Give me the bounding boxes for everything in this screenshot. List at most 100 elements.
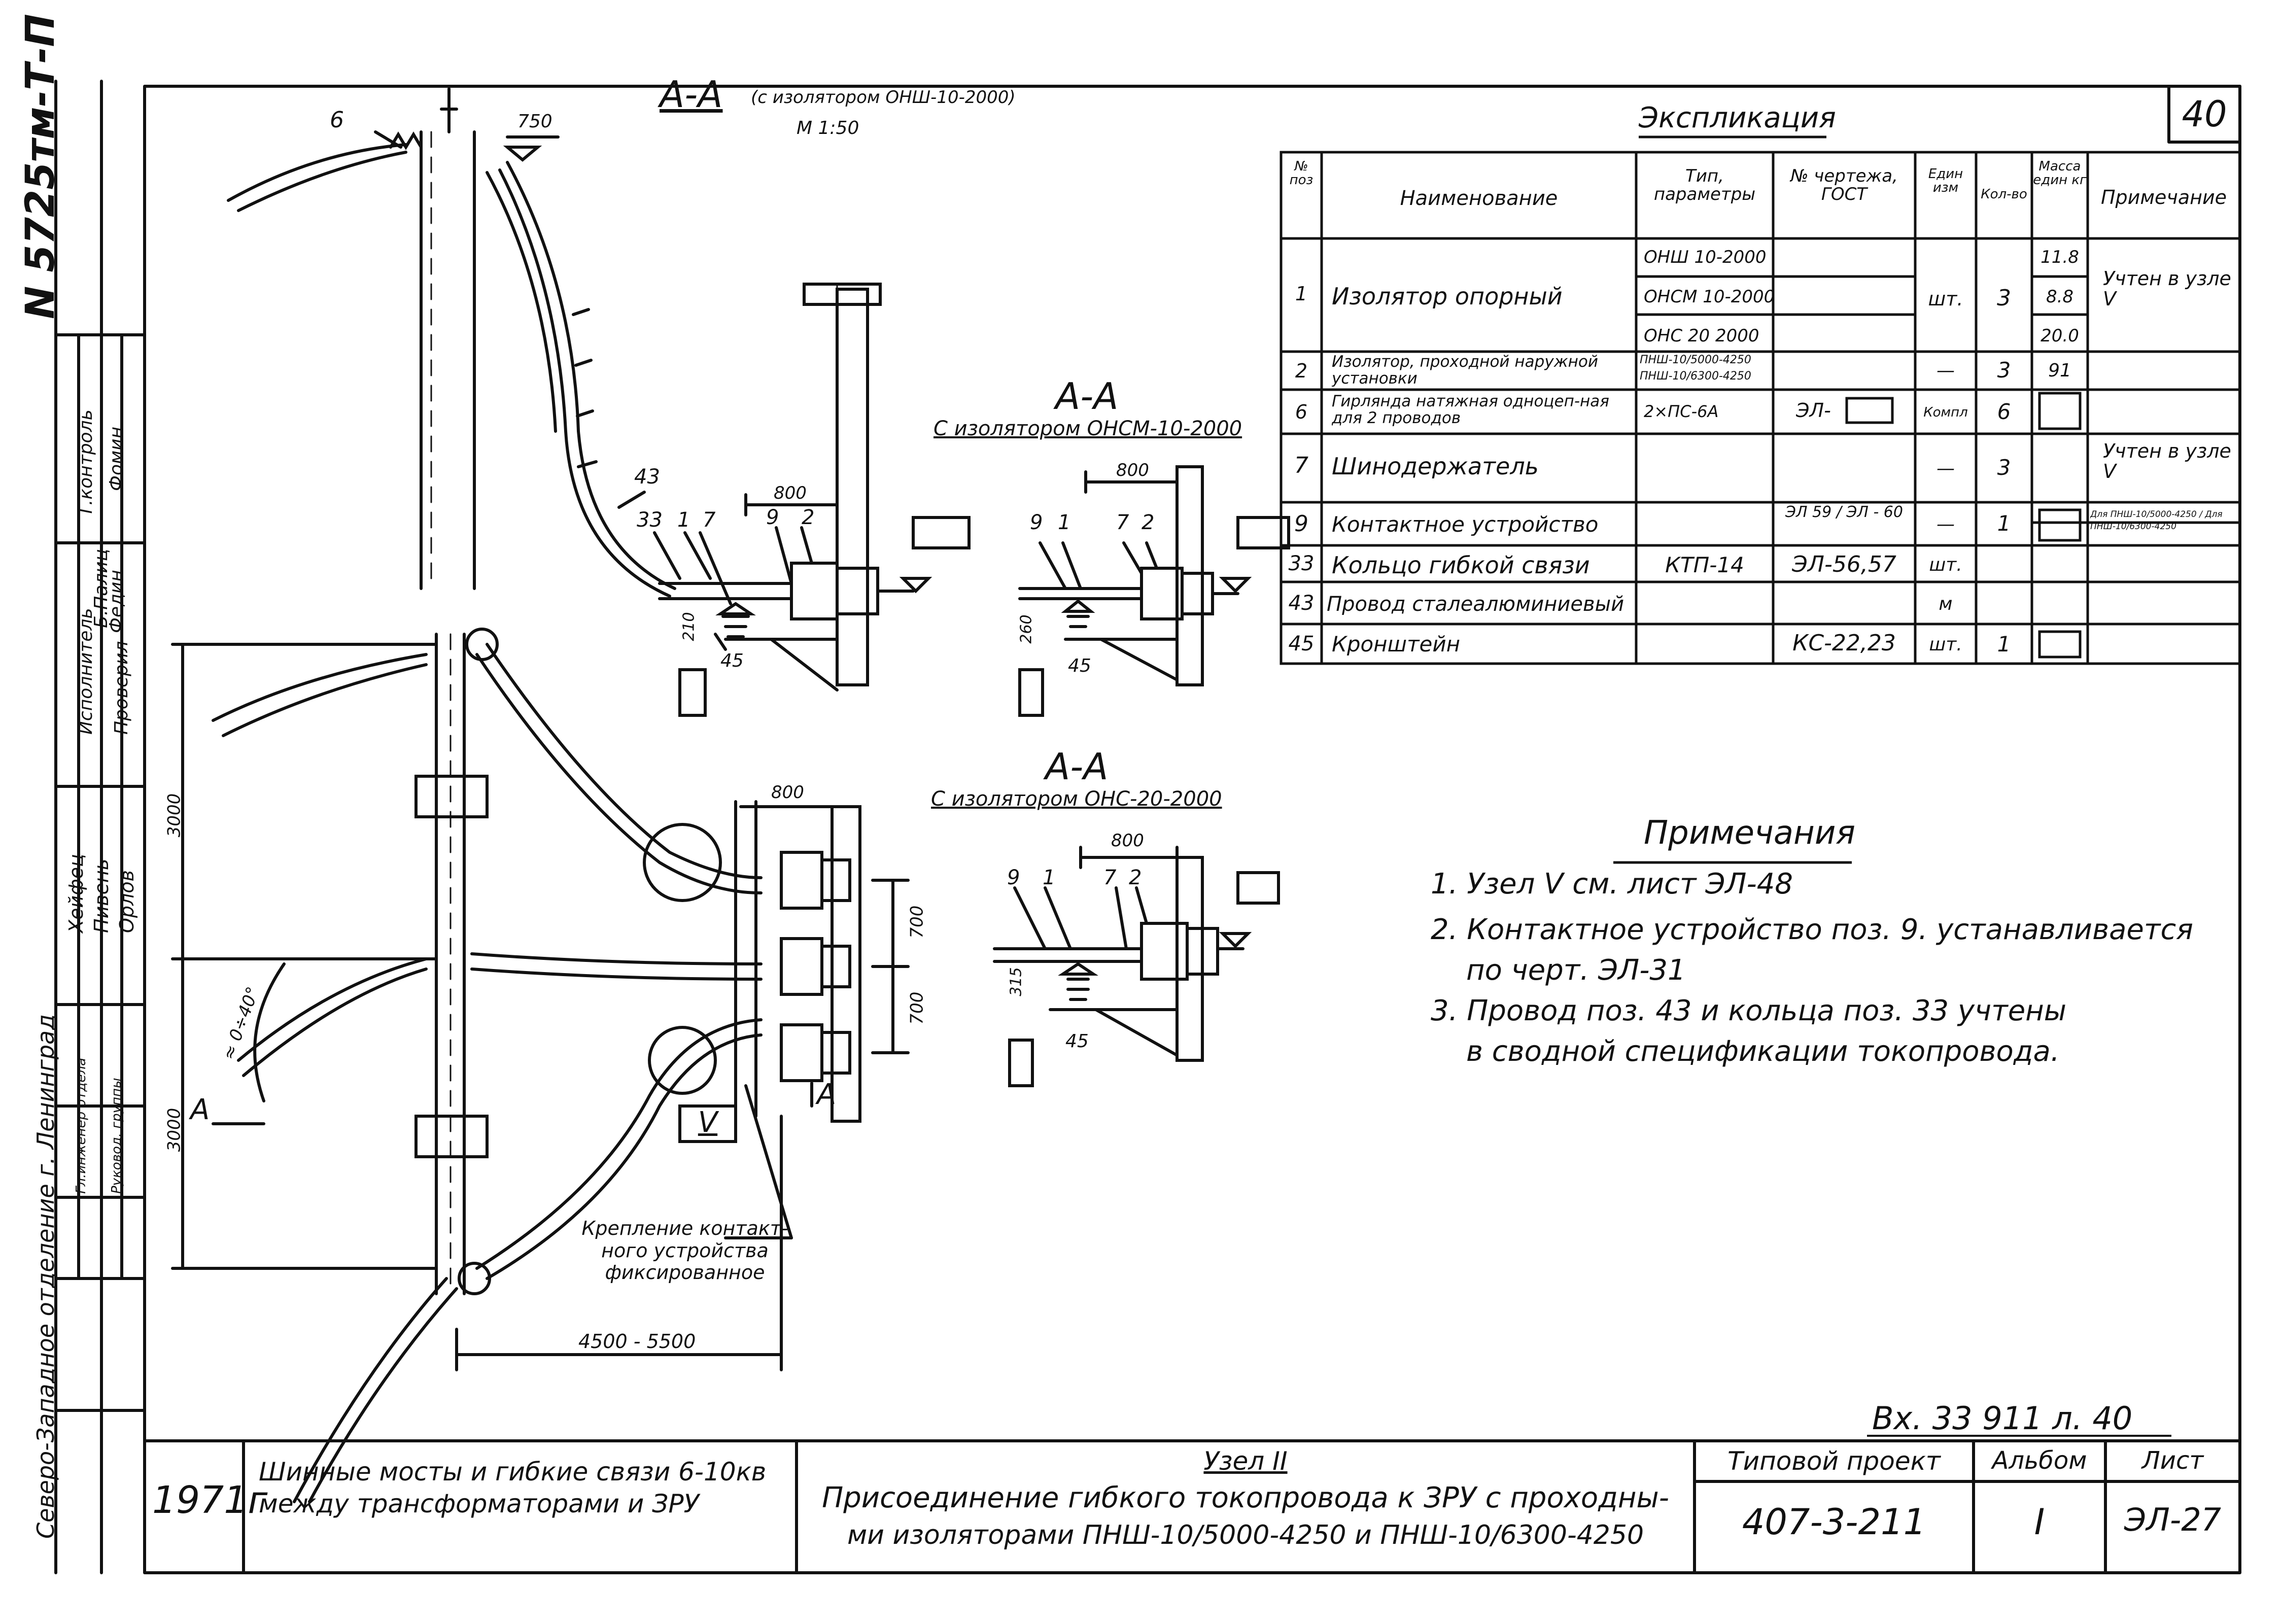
callout-2: 2: [802, 506, 815, 529]
stamp-role-3: Т.контроль: [76, 409, 96, 516]
fixing-note: Крепление контакт-ного устройства фиксир…: [581, 1217, 788, 1284]
row8-drawing: КС-22,23: [1792, 632, 1896, 655]
note-2-cont: по черт. ЭЛ-31: [1466, 954, 1686, 987]
col-header-qty: Кол-во: [1981, 188, 2027, 202]
row3-name: Гирлянда натяжная одноцеп-ная для 2 пров…: [1332, 393, 1609, 427]
ons-callout-2: 2: [1129, 866, 1142, 889]
row7-name: Провод сталеалюминиевый: [1327, 594, 1624, 615]
sheet-code: ЭЛ-27: [2124, 1501, 2222, 1538]
sheet-title-line-2: ми изоляторами ПНШ-10/5000-4250 и ПНШ-10…: [847, 1520, 1644, 1550]
row1-type-2: ОНСМ 10-2000: [1644, 288, 1775, 306]
onsm-callout-2: 2: [1142, 511, 1155, 534]
col-header-pos: № поз: [1289, 160, 1313, 188]
row5-drawing: ЭЛ 59 / ЭЛ - 60: [1785, 505, 1903, 520]
row5-qty: 1: [1997, 512, 2011, 535]
row5-pos: 9: [1294, 512, 1308, 536]
stamp-organization: Северо-Западное отделение г. Ленинград: [32, 1014, 59, 1539]
row1-pos: 1: [1295, 284, 1308, 304]
col-header-drawing: № чертежа, ГОСТ: [1790, 167, 1898, 204]
project-label: Типовой проект: [1727, 1446, 1941, 1476]
dim-3000-upper: 3000: [164, 793, 185, 838]
row4-unit: —: [1937, 459, 1955, 478]
col-header-name: Наименование: [1400, 188, 1558, 209]
elevation-drawing: [171, 628, 910, 1503]
note-1: 1. Узел V см. лист ЭЛ-48: [1431, 868, 1793, 901]
notes-title: Примечания: [1644, 814, 1855, 852]
sheet-frame: [143, 85, 2241, 1574]
section-main-title: А-А: [660, 73, 723, 116]
col-header-mass: Масса един кг: [2033, 160, 2087, 188]
callout-7: 7: [703, 508, 716, 532]
row1-mass-2: 8.8: [2046, 288, 2074, 306]
sheet-title-line-1: Присоединение гибкого токопровода к ЗРУ …: [822, 1481, 1669, 1514]
row1-mass-1: 11.8: [2041, 249, 2079, 267]
explication-title: Экспликация: [1639, 101, 1836, 134]
row6-pos: 33: [1288, 553, 1315, 574]
album-label: Альбом: [1992, 1446, 2087, 1475]
col-header-note: Примечание: [2100, 188, 2227, 208]
row6-type: КТП-14: [1665, 554, 1744, 577]
dim-3000-lower: 3000: [164, 1108, 185, 1152]
section-main-subtitle: (с изолятором ОНШ-10-2000): [751, 87, 1016, 108]
row8-name: Кронштейн: [1332, 633, 1461, 656]
row1-qty: 3: [1997, 287, 2011, 310]
node-v-label: V: [698, 1106, 718, 1139]
dim-700-a: 700: [907, 905, 927, 939]
row5-note: Для ПНШ-10/5000-4250 / Для ПНШ-10/6300-4…: [2090, 509, 2223, 532]
row8-pos: 45: [1288, 633, 1315, 654]
row1-name: Изолятор опорный: [1332, 284, 1563, 309]
row3-qty: 6: [1997, 401, 2011, 424]
onsm-callout-45: 45: [1068, 655, 1091, 676]
col-header-type: Тип, параметры: [1653, 167, 1756, 204]
section-onsm-drawing: [1018, 465, 1290, 717]
note-3: 3. Провод поз. 43 и кольца поз. 33 учтен…: [1431, 994, 2066, 1027]
section-ons-drawing: [993, 846, 1280, 1087]
section-ons-subtitle: С изолятором ОНС-20-2000: [931, 787, 1222, 811]
stamp-head-role-2: Руковод. группы: [109, 1078, 124, 1194]
dim-800-main: 800: [774, 483, 807, 503]
dim-750: 750: [517, 111, 552, 132]
callout-6: 6: [330, 107, 344, 133]
inventory-number: N 5725тм-Т-П: [18, 14, 63, 319]
row6-unit: шт.: [1929, 556, 1962, 575]
row4-pos: 7: [1294, 454, 1308, 478]
section-onsm-subtitle: С изолятором ОНСМ-10-2000: [933, 417, 1242, 440]
row4-qty: 3: [1997, 457, 2011, 479]
dim-315: 315: [1007, 967, 1025, 996]
section-main-scale: М 1:50: [797, 118, 859, 139]
row7-unit: м: [1939, 595, 1953, 614]
dim-800-onsm: 800: [1116, 460, 1149, 480]
row2-type-1: ПНШ-10/5000-4250: [1640, 354, 1751, 366]
row1-note: Учтен в узле V: [2103, 269, 2231, 309]
section-ons-title: А-А: [1045, 745, 1109, 788]
dim-800-elev: 800: [771, 782, 804, 803]
row1-unit: шт.: [1928, 289, 1963, 309]
sheet-number: 40: [2182, 93, 2227, 135]
section-mark-right: А: [817, 1078, 837, 1111]
note-3-cont: в сводной спецификации токопровода.: [1466, 1035, 2060, 1068]
stamp-head-name-3: Орлов: [116, 870, 138, 933]
row2-qty: 3: [1997, 359, 2011, 382]
row3-pos: 6: [1295, 402, 1308, 423]
row7-pos: 43: [1288, 593, 1315, 614]
stamp-head-role-1: Гл.инженер отдела: [74, 1057, 89, 1194]
node-label: Узел II: [1203, 1446, 1288, 1476]
album-number: I: [2034, 1501, 2045, 1543]
row2-name: Изолятор, проходной наружной установки: [1332, 354, 1599, 387]
work-title: Шинные мосты и гибкие связи 6-10кв между…: [259, 1457, 767, 1518]
row2-mass: 91: [2048, 361, 2071, 381]
row2-type-2: ПНШ-10/6300-4250: [1640, 370, 1751, 383]
row3-drawing: ЭЛ-: [1796, 401, 1831, 421]
section-mark-left: А: [190, 1093, 210, 1126]
section-onsm-title: А-А: [1055, 375, 1119, 418]
onsm-callout-7: 7: [1116, 511, 1129, 534]
stamp-name-3: Фомин: [106, 426, 127, 491]
explication-grid: [1280, 151, 2241, 665]
dim-span: 4500 - 5500: [578, 1330, 696, 1353]
col-header-unit: Един изм: [1928, 167, 1963, 195]
dim-260: 260: [1017, 614, 1035, 644]
row5-name: Контактное устройство: [1332, 513, 1599, 536]
row4-note: Учтен в узле V: [2103, 441, 2231, 482]
row4-name: Шинодержатель: [1332, 454, 1539, 479]
row2-unit: —: [1937, 361, 1955, 381]
